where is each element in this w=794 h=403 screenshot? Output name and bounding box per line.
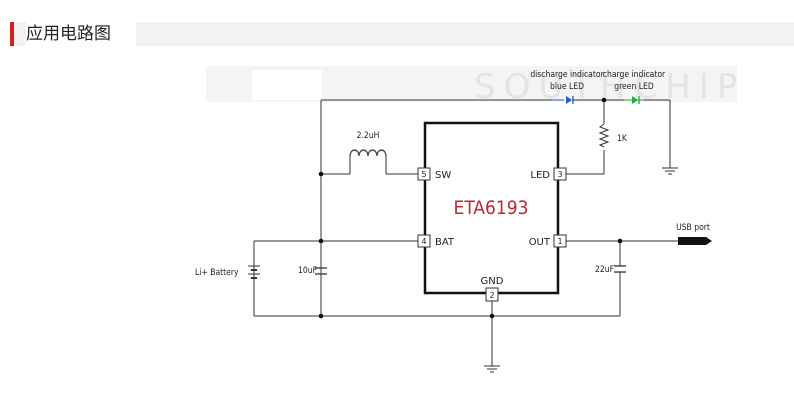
pin-label-out: OUT: [529, 237, 551, 248]
resistor-label: 1K: [617, 134, 628, 144]
ground-icon: [662, 167, 678, 175]
pin-label-bat: BAT: [435, 237, 455, 248]
charge-label-2: green LED: [614, 82, 654, 92]
pin-box-bat: [417, 234, 431, 248]
inductor-label: 2.2uH: [357, 131, 380, 141]
blue-led-icon: [552, 96, 574, 104]
discharge-label-2: blue LED: [550, 82, 584, 92]
circuit-svg: SOUTHCHIP: [195, 66, 737, 373]
usb-connector-icon: [678, 237, 712, 245]
pin-box-out: [553, 234, 567, 248]
pin-label-gnd: GND: [481, 276, 504, 287]
battery-label: Li+ Battery: [195, 268, 239, 278]
ground-icon: [484, 365, 500, 373]
charge-label-1: charge indicator: [603, 70, 666, 80]
pin-number-sw: 5: [421, 170, 426, 179]
inductor-symbol: [349, 149, 387, 157]
capacitor-icon: [614, 265, 626, 273]
watermark-logo: [252, 70, 322, 100]
pin-box-led: [553, 167, 567, 181]
pin-label-led: LED: [530, 170, 550, 181]
section-title: 应用电路图: [26, 22, 136, 46]
green-led-icon: [624, 96, 644, 104]
battery-icon: [248, 265, 260, 279]
pin-box-sw: [417, 167, 431, 181]
pin-label-sw: SW: [435, 170, 451, 181]
pin-number-out: 1: [557, 237, 562, 246]
section-header: 应用电路图: [10, 22, 794, 46]
pin-number-bat: 4: [421, 237, 426, 246]
accent-bar: [10, 22, 14, 46]
chip-name: ETA6193: [454, 197, 529, 219]
cap-out-label: 22uF: [595, 265, 614, 275]
pin-box-gnd: [485, 287, 499, 302]
junction-dots: [318, 97, 623, 319]
usb-label: USB port: [676, 223, 710, 233]
circuit-diagram: SOUTHCHIP: [192, 66, 737, 376]
discharge-label-1: discharge indicator: [530, 70, 604, 80]
capacitor-icon: [315, 267, 327, 275]
resistor-symbol: [598, 123, 610, 148]
chip-body: [423, 121, 560, 295]
cap-in-label: 10uF: [298, 266, 317, 276]
pin-number-led: 3: [557, 170, 562, 179]
wires: [253, 99, 678, 366]
pin-number-gnd: 2: [489, 291, 494, 300]
